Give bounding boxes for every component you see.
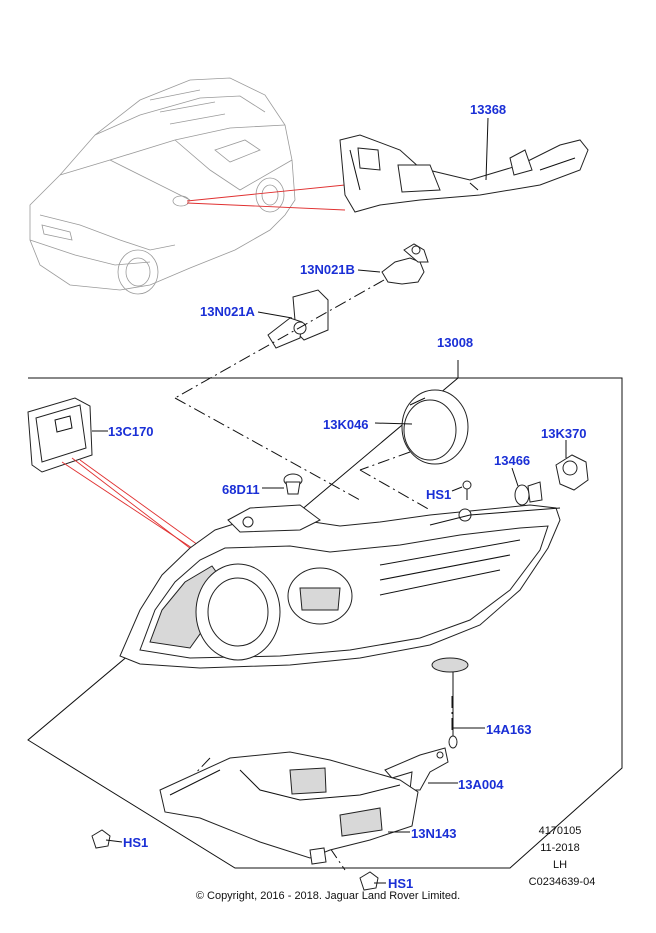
part-68D11-grommet [283, 473, 303, 495]
part-HS1-screw [462, 480, 472, 500]
part-13A004-bracket [384, 747, 449, 791]
part-13N143-lower-cover [159, 751, 419, 865]
callout-13466[interactable]: 13466 [494, 453, 531, 468]
callout-13N143[interactable]: 13N143 [411, 826, 457, 841]
part-13N021A-bulb [267, 289, 329, 349]
part-13C170-control-module [27, 397, 93, 473]
part-13008-headlamp-assembly [119, 504, 561, 669]
part-HS1-screw-left [91, 829, 111, 849]
assembly-frame [27, 360, 623, 869]
meta-side: LH [552, 859, 568, 871]
callout-HS1-bottom[interactable]: HS1 [388, 876, 414, 891]
part-13N021B-bulb [381, 243, 429, 285]
meta-date: 11-2018 [540, 842, 580, 854]
callout-13008[interactable]: 13008 [437, 335, 474, 350]
meta-code: 4170105 [538, 825, 582, 837]
callout-13N021B[interactable]: 13N021B [300, 262, 355, 277]
callout-13K046[interactable]: 13K046 [323, 417, 369, 432]
callout-13A004[interactable]: 13A004 [458, 777, 504, 792]
callout-HS1-left[interactable]: HS1 [123, 835, 149, 850]
vehicle-illustration [29, 77, 296, 295]
callout-68D11[interactable]: 68D11 [222, 482, 260, 497]
part-13368-housing-trim [339, 134, 589, 213]
callout-13C170[interactable]: 13C170 [108, 424, 154, 439]
meta-reference: C0234639-04 [528, 876, 596, 888]
callout-13K370[interactable]: 13K370 [541, 426, 587, 441]
part-13466-bulb [514, 481, 543, 506]
copyright-notice: © Copyright, 2016 - 2018. Jaguar Land Ro… [195, 890, 461, 902]
part-13K370-bulb-holder [555, 454, 589, 491]
part-14A163-sensor [431, 657, 469, 749]
part-HS1-screw-bottom [359, 871, 379, 891]
callout-13368[interactable]: 13368 [470, 102, 507, 117]
callout-13N021A[interactable]: 13N021A [200, 304, 255, 319]
callout-HS1-upper[interactable]: HS1 [426, 487, 452, 502]
callout-14A163[interactable]: 14A163 [486, 722, 532, 737]
part-13K046-cover-cap [401, 389, 469, 465]
